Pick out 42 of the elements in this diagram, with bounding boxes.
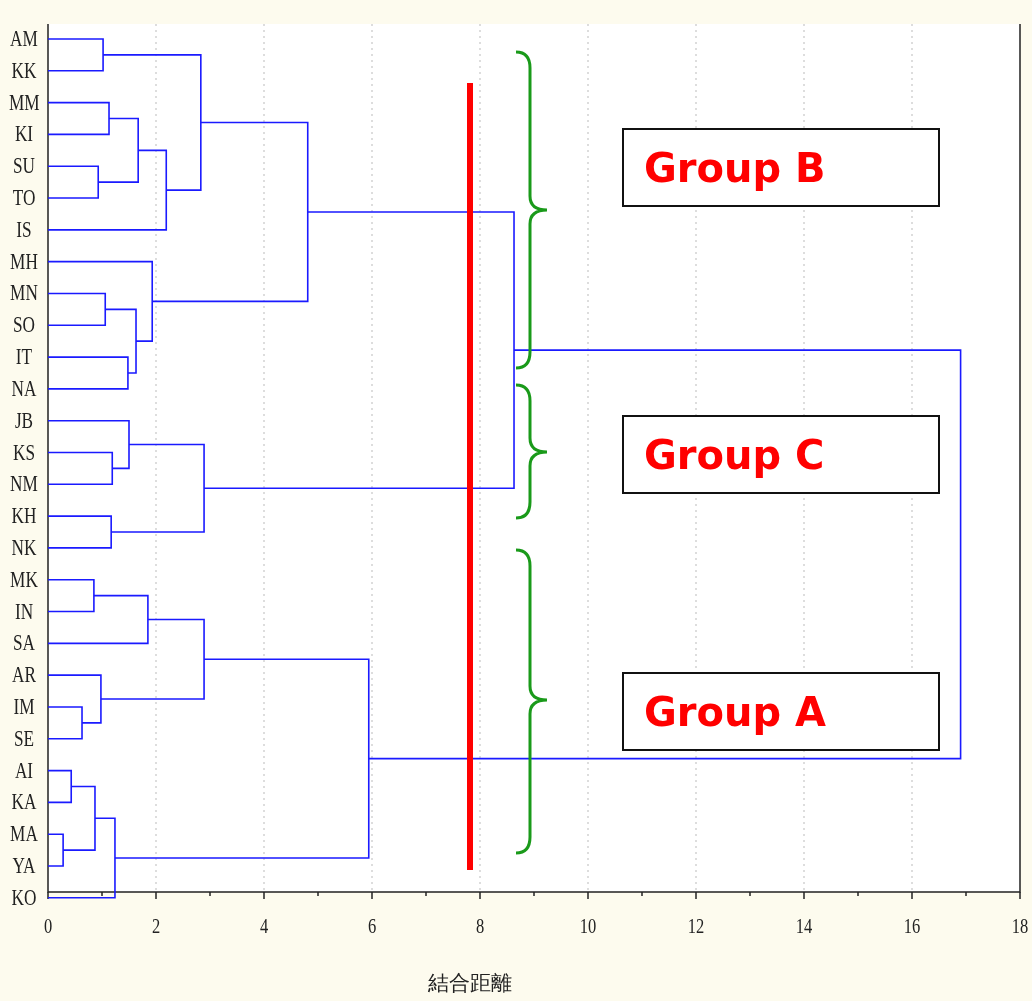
leaf-label: YA <box>11 854 37 878</box>
tick-label: 12 <box>686 914 706 938</box>
leaf-label: KK <box>10 58 38 83</box>
leaf-label: KH <box>10 504 38 529</box>
leaf-label: MM <box>9 90 39 115</box>
leaf-label: NM <box>9 472 39 497</box>
leaf-label: NK <box>10 535 38 560</box>
leaf-label: MH <box>9 249 39 274</box>
leaf-label: IT <box>14 345 34 370</box>
leaf-label: KS <box>11 440 37 465</box>
tick-label: 2 <box>150 914 162 938</box>
leaf-label: IN <box>13 599 35 624</box>
leaf-label: AR <box>11 663 37 688</box>
leaf-label: KA <box>10 790 38 815</box>
leaf-label: SU <box>11 154 37 179</box>
tick-label: 14 <box>794 914 814 938</box>
leaf-label: MK <box>9 567 39 592</box>
tick-label: 0 <box>42 914 54 938</box>
tick-label: 10 <box>578 914 598 938</box>
leaf-label: IS <box>15 217 33 242</box>
leaf-label: MN <box>9 281 39 306</box>
leaf-label: KO <box>10 885 38 910</box>
leaf-label: TO <box>11 186 37 211</box>
group-box: Group A <box>622 672 940 751</box>
leaf-label: MA <box>9 822 39 847</box>
tick-label: 16 <box>902 914 922 938</box>
tick-label: 8 <box>474 914 486 938</box>
tick-label: 6 <box>366 914 378 938</box>
tick-label: 4 <box>258 914 270 938</box>
leaf-label: NA <box>10 376 38 401</box>
leaf-label: IM <box>12 694 36 719</box>
leaf-label: SE <box>12 726 36 751</box>
axis-title: 結合距離 <box>428 970 512 996</box>
leaf-label: AI <box>13 758 35 783</box>
group-box: Group B <box>622 128 940 207</box>
tick-label: 18 <box>1010 914 1030 938</box>
leaf-label: AM <box>9 27 39 51</box>
leaf-label: SO <box>11 313 37 338</box>
leaf-label: KI <box>13 122 35 147</box>
leaf-label: JB <box>13 408 35 433</box>
group-box: Group C <box>622 415 940 494</box>
leaf-label: SA <box>11 631 37 656</box>
